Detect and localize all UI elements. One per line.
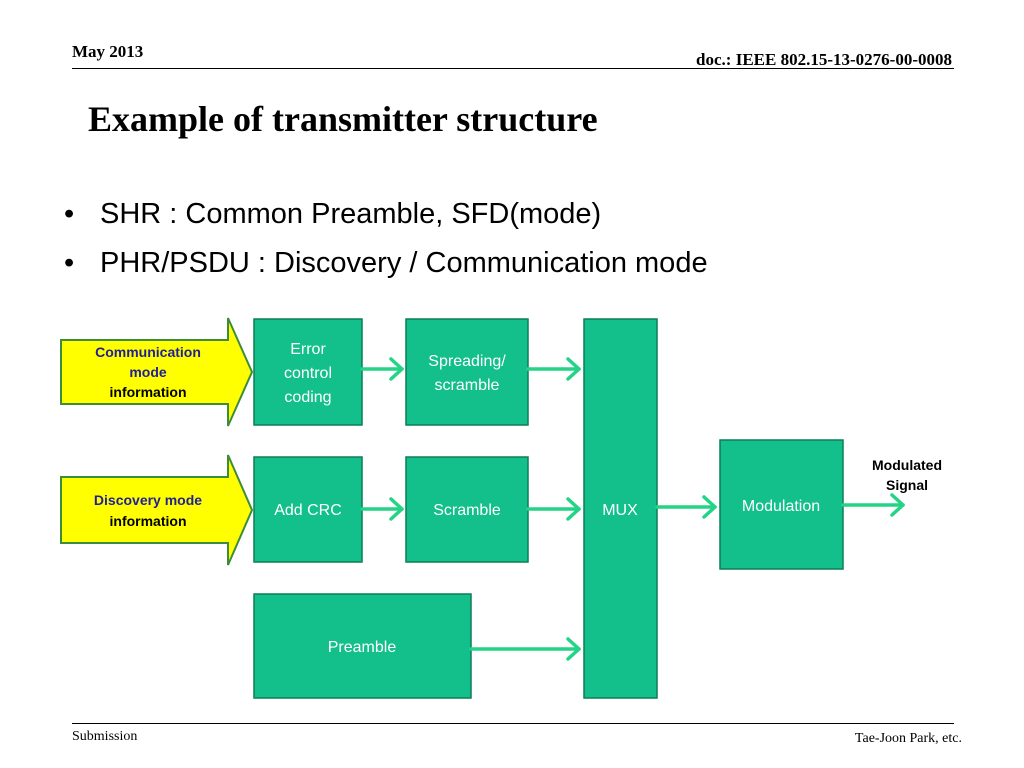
header-rule	[72, 68, 954, 69]
header-doc-id: doc.: IEEE 802.15-13-0276-00-0008	[696, 50, 952, 69]
block-label-line: Error	[290, 341, 326, 358]
block-label: Modulation	[742, 498, 820, 515]
block-add-crc: Add CRC	[253, 456, 363, 563]
bullet-item-phr-psdu: PHR/PSDU : Discovery / Communication mod…	[64, 239, 708, 288]
arrow-error-to-spreading	[360, 357, 404, 381]
block-label-line: Spreading/	[428, 353, 506, 370]
input-arrow-shape	[60, 454, 254, 566]
block-preamble: Preamble	[253, 593, 472, 699]
block-label: Scramble	[433, 502, 501, 519]
block-label-line: scramble	[435, 377, 500, 394]
output-label-line-2: Signal	[886, 477, 928, 493]
arrow-mux-to-modulation	[655, 495, 717, 519]
communication-input-line-2: mode	[129, 364, 167, 380]
bullet-list: SHR : Common Preamble, SFD(mode) PHR/PSD…	[64, 190, 708, 288]
output-label-line-1: Modulated	[872, 457, 942, 473]
arrow-modulation-output	[841, 493, 905, 517]
arrow-scramble-to-mux	[526, 497, 581, 521]
discovery-input-line-1: Discovery mode	[94, 492, 202, 508]
block-label: Add CRC	[274, 502, 342, 519]
block-label: MUX	[602, 502, 638, 519]
footer-author: Tae-Joon Park, etc.	[854, 731, 962, 746]
header-date: May 2013	[72, 42, 144, 61]
communication-input-line-3: information	[110, 384, 187, 400]
block-spreading-scramble: Spreading/ scramble	[405, 318, 529, 426]
arrow-crc-to-scramble	[360, 497, 404, 521]
arrow-preamble-to-mux	[469, 637, 581, 661]
communication-mode-input: Communication mode information	[60, 317, 254, 427]
block-label-line: control	[284, 365, 332, 382]
discovery-input-line-2: information	[110, 513, 187, 529]
footer-rule	[72, 723, 954, 724]
footer-submission: Submission	[72, 729, 138, 744]
block-scramble: Scramble	[405, 456, 529, 563]
bullet-item-shr: SHR : Common Preamble, SFD(mode)	[64, 190, 708, 239]
input-arrow-shape	[60, 317, 254, 427]
slide-title: Example of transmitter structure	[88, 99, 598, 139]
block-label: Preamble	[328, 639, 397, 656]
communication-input-line-1: Communication	[95, 344, 201, 360]
arrow-spreading-to-mux	[526, 357, 581, 381]
block-label-line: coding	[284, 389, 331, 406]
block-error-control-coding: Error control coding	[253, 318, 363, 426]
block-modulation: Modulation	[719, 439, 844, 570]
discovery-mode-input: Discovery mode information	[60, 454, 254, 566]
block-mux: MUX	[583, 318, 658, 699]
